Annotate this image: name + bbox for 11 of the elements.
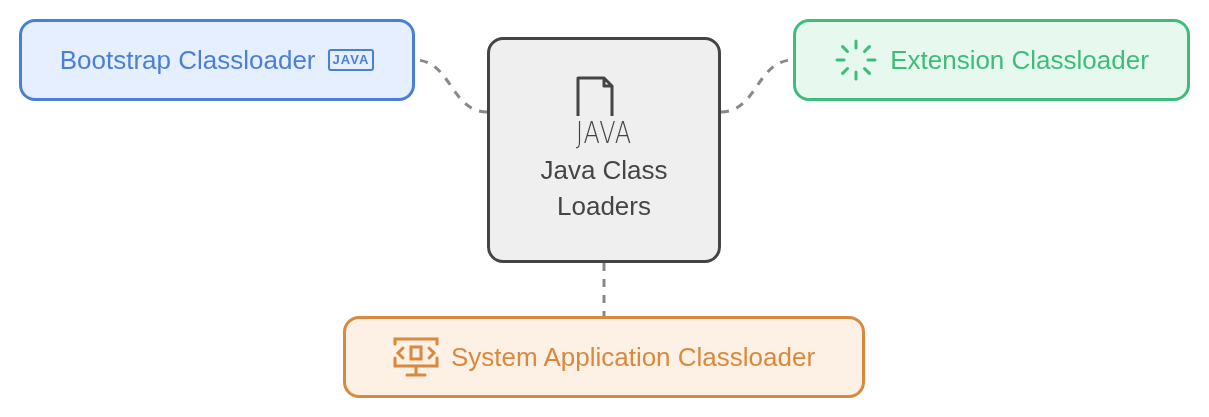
node-title: Java Class Loaders xyxy=(539,154,669,223)
classloader-box xyxy=(793,19,1190,101)
node-title: Bootstrap Classloader xyxy=(59,44,316,76)
classloader-box xyxy=(343,316,865,398)
connector-line xyxy=(602,263,606,316)
classloader-box xyxy=(19,19,415,101)
language-badge: JAVA xyxy=(327,49,375,71)
node-title: System Application Classloader xyxy=(450,341,816,373)
topic-box xyxy=(487,37,721,263)
node-title: Extension Classloader xyxy=(890,44,1149,76)
file-type-label: JAVA xyxy=(575,118,633,148)
